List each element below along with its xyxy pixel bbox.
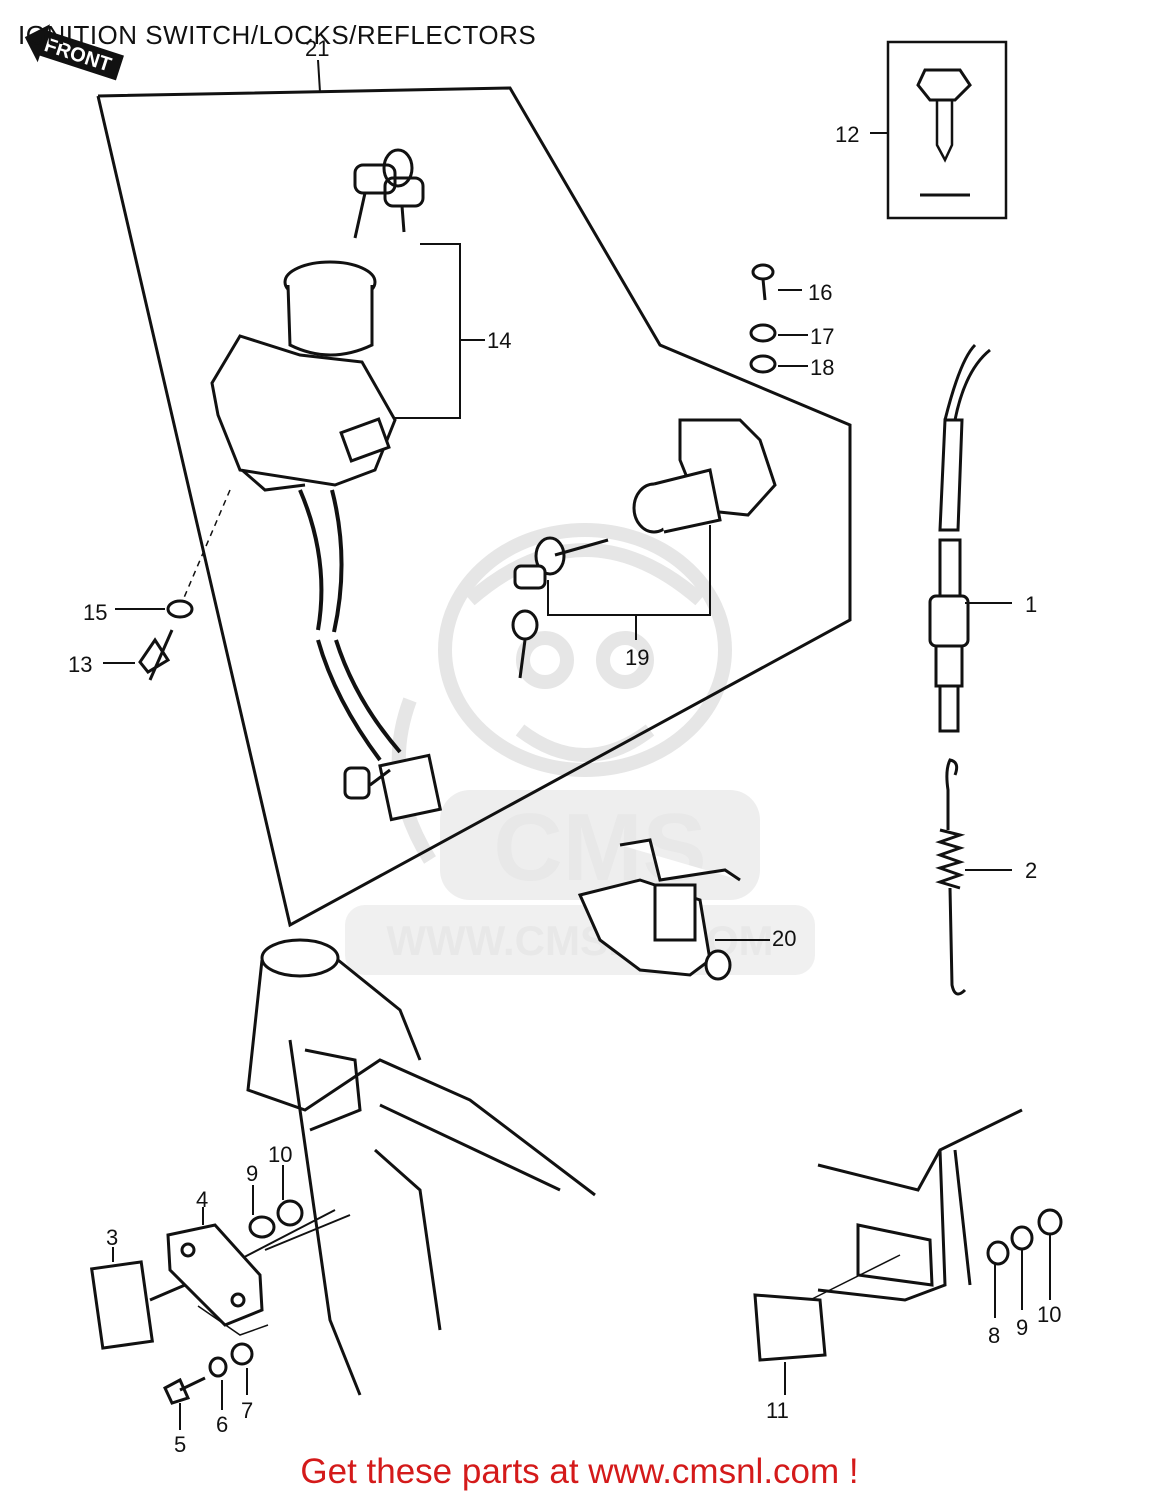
callout-17: 17 [810, 324, 834, 349]
callout-14: 14 [487, 328, 511, 353]
seat-lock-icon [577, 838, 770, 981]
key-tag [870, 40, 1008, 220]
brake-switch-icon [928, 343, 1012, 733]
front-fasteners-icon [163, 1165, 304, 1430]
callout-20: 20 [772, 926, 796, 951]
callout-9-rear: 9 [1016, 1315, 1028, 1340]
callout-8: 8 [988, 1323, 1000, 1348]
assembly-outline [96, 59, 852, 928]
callout-labels: 1 2 3 4 5 6 7 8 9 9 10 10 11 12 13 14 15… [68, 36, 1061, 1457]
callout-2: 2 [1025, 858, 1037, 883]
callout-1: 1 [1025, 592, 1037, 617]
callout-18: 18 [810, 355, 834, 380]
ignition-keys-icon [353, 148, 485, 419]
steering-lock-icon [511, 418, 777, 679]
callout-4: 4 [196, 1187, 208, 1212]
callout-12: 12 [835, 122, 859, 147]
callout-6: 6 [216, 1412, 228, 1437]
watermark: CMS WWW.CMSNL.COM [345, 523, 815, 975]
callout-16: 16 [808, 280, 832, 305]
callout-19: 19 [625, 645, 649, 670]
callout-10-front: 10 [268, 1142, 292, 1167]
spring-icon [935, 758, 1012, 996]
front-reflector-icon [89, 1207, 269, 1350]
callout-21: 21 [305, 36, 329, 61]
rear-reflector-icon [753, 1108, 1063, 1395]
callout-10-rear: 10 [1037, 1302, 1061, 1327]
callout-11: 11 [766, 1398, 789, 1423]
callout-9-front: 9 [246, 1161, 258, 1186]
page-title: IGNITION SWITCH/LOCKS/REFLECTORS [18, 20, 537, 50]
footer-link[interactable]: Get these parts at www.cmsnl.com ! [300, 1452, 859, 1491]
frame-icon [199, 938, 596, 1396]
callout-15: 15 [83, 600, 107, 625]
callout-13: 13 [68, 652, 92, 677]
washers-icon [749, 263, 808, 374]
callout-7: 7 [241, 1398, 253, 1423]
callout-3: 3 [106, 1225, 118, 1250]
watermark-logo: CMS [493, 794, 706, 901]
callout-5: 5 [174, 1432, 186, 1457]
ignition-switch-icon [210, 260, 443, 822]
screw-icon [103, 489, 231, 681]
